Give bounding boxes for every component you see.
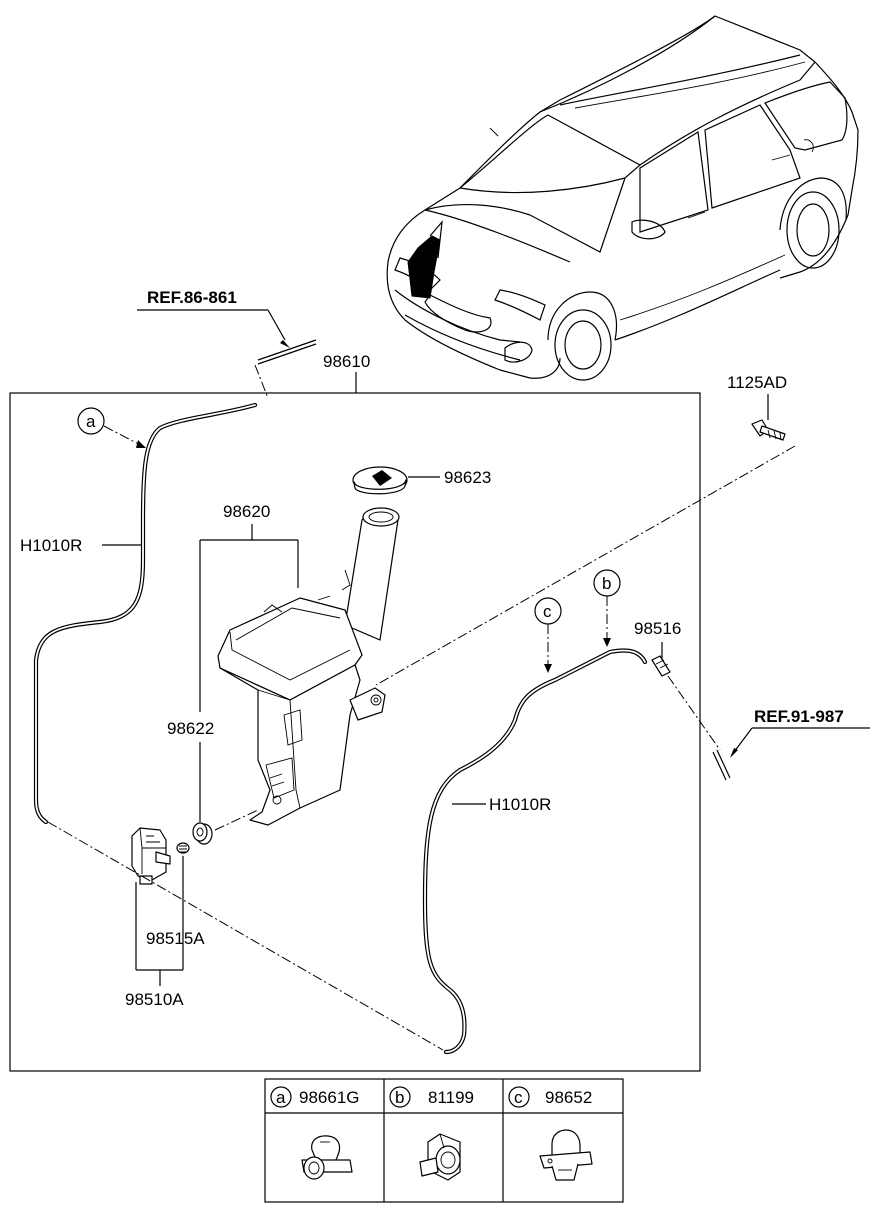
pump-98510a-label: 98510A (125, 990, 184, 1009)
hose-right-h1010r-label: H1010R (489, 795, 551, 814)
filter-98515a-label: 98515A (146, 929, 205, 948)
callout-b-letter: b (602, 574, 611, 593)
filler-cap-icon (352, 466, 408, 495)
legend-c-circle (508, 1086, 530, 1108)
clip-b-icon (419, 1133, 461, 1181)
vehicle-illustration (386, 15, 859, 381)
clip-a-icon (301, 1135, 353, 1180)
legend-b-circle (389, 1086, 411, 1108)
reservoir-98620-label: 98620 (223, 502, 270, 521)
legend-b-part-no: 81199 (428, 1088, 474, 1107)
left-hose (33, 402, 258, 825)
legend-c-letter: c (514, 1088, 523, 1107)
assembly-frame (9, 392, 701, 1072)
ref-91-987-label: REF.91-987 (754, 707, 844, 726)
callout-c-letter: c (543, 602, 552, 621)
legend-a-circle (270, 1086, 292, 1108)
washer-pump (131, 827, 171, 885)
legend-c-part-no: 98652 (545, 1088, 592, 1107)
legend-a-part-no: 98661G (299, 1088, 360, 1107)
ref-86-861-label: REF.86-861 (147, 288, 237, 307)
grommet-icon (192, 822, 213, 845)
legend-b-letter: b (395, 1088, 404, 1107)
callout-a-letter: a (86, 412, 96, 431)
right-hose (422, 648, 648, 1055)
clip-legend-table: a 98661G b 81199 c 98652 (264, 1078, 624, 1203)
hose-left-h1010r-label: H1010R (20, 536, 82, 555)
bolt-icon (751, 419, 786, 441)
grommet-98622-label: 98622 (167, 719, 214, 738)
bolt-1125ad-label: 1125AD (727, 373, 787, 392)
washer-reservoir (217, 507, 400, 826)
filter-icon (176, 842, 190, 854)
joint-98516-label: 98516 (634, 619, 681, 638)
callout-a-circle (77, 407, 105, 435)
cap-98623-label: 98623 (444, 468, 491, 487)
clip-c-icon (539, 1129, 593, 1181)
legend-a-letter: a (276, 1088, 286, 1107)
assembly-98610-label: 98610 (323, 352, 370, 371)
hose-joint-icon (651, 655, 671, 677)
